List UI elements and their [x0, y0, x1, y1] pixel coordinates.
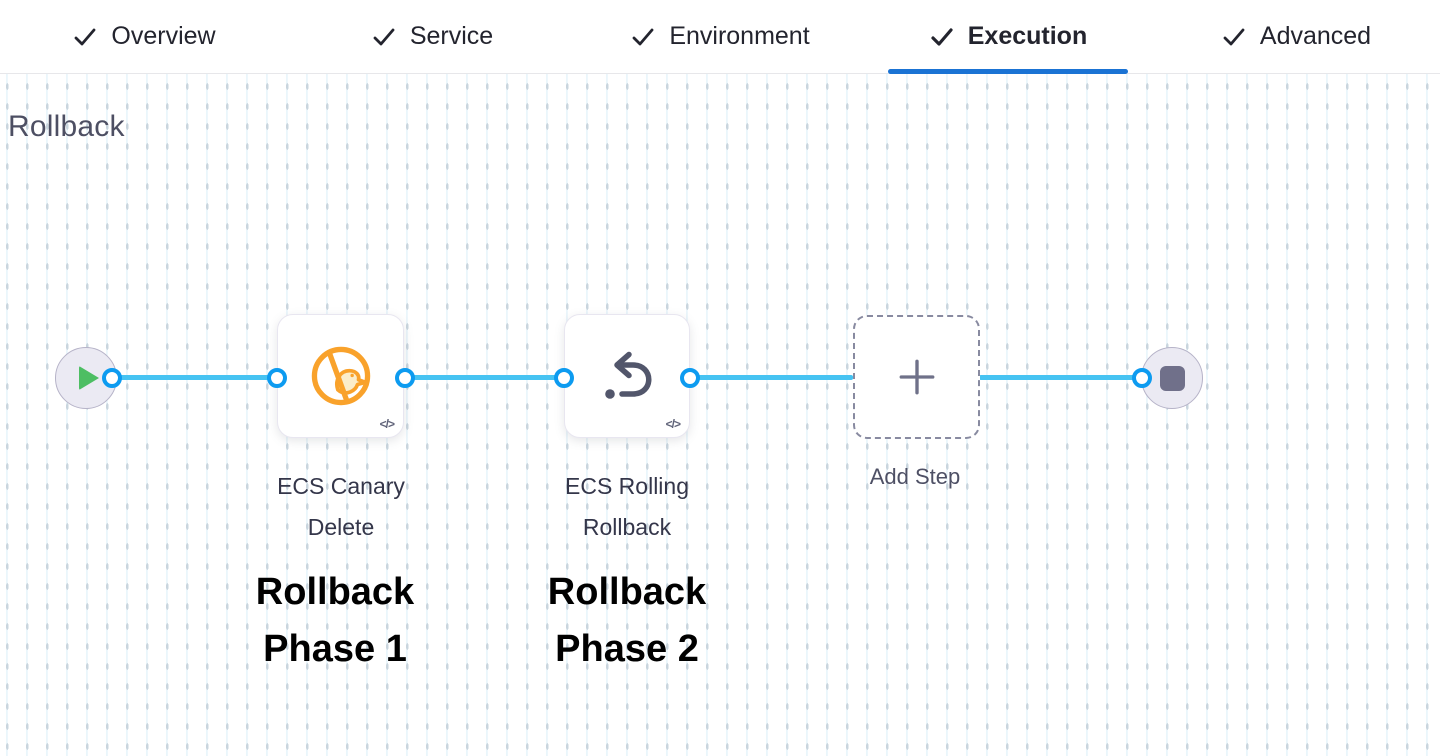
- connector-edge: [690, 375, 853, 380]
- play-icon: [79, 366, 99, 390]
- tab-label: Environment: [669, 22, 810, 50]
- tab-advanced[interactable]: Advanced: [1152, 0, 1440, 73]
- step2-in-port[interactable]: [554, 368, 574, 388]
- tab-execution[interactable]: Execution: [864, 0, 1152, 73]
- section-title: Rollback: [8, 110, 125, 143]
- tab-label: Service: [409, 22, 494, 50]
- ecs-rolling-rollback-icon: [605, 351, 652, 399]
- check-icon: [931, 27, 953, 46]
- tab-environment[interactable]: Environment: [576, 0, 864, 73]
- check-icon: [75, 28, 96, 45]
- end-node: [1141, 347, 1203, 409]
- config-tab-bar: Overview Service Environment Execution A…: [0, 0, 1440, 74]
- step1-label: ECS Canary Delete: [277, 473, 405, 540]
- connector-edge: [404, 375, 564, 380]
- connector-edge: [979, 375, 1142, 380]
- check-icon: [373, 28, 395, 45]
- code-view-icon: </>: [379, 417, 395, 431]
- annotation-rollback-phase-1: Rollback Phase 1: [255, 571, 415, 670]
- tab-service[interactable]: Service: [288, 0, 576, 73]
- step2-out-port[interactable]: [680, 368, 700, 388]
- check-icon: [632, 28, 654, 45]
- add-step-label: Add Step: [869, 464, 961, 489]
- tab-label: Execution: [967, 22, 1088, 50]
- step-ecs-rolling-rollback[interactable]: </>: [564, 314, 690, 438]
- step1-out-port[interactable]: [395, 368, 415, 388]
- stop-icon: [1159, 365, 1185, 391]
- step2-label: ECS Rolling Rollback: [565, 473, 689, 540]
- add-step-button[interactable]: [853, 315, 980, 439]
- start-node-out-port[interactable]: [102, 368, 122, 388]
- tab-label: Overview: [111, 22, 216, 50]
- connector-edge: [112, 375, 277, 380]
- tab-overview[interactable]: Overview: [0, 0, 288, 73]
- step1-in-port[interactable]: [267, 368, 287, 388]
- step-ecs-canary-delete[interactable]: </>: [277, 314, 404, 438]
- plus-icon: [899, 359, 934, 395]
- tab-label: Advanced: [1259, 22, 1372, 50]
- end-node-in-port[interactable]: [1132, 368, 1152, 388]
- code-view-icon: </>: [665, 417, 681, 431]
- check-icon: [1223, 28, 1245, 45]
- execution-rollback-canvas: Rollback </> </>: [0, 74, 1440, 756]
- annotation-rollback-phase-2: Rollback Phase 2: [547, 571, 707, 670]
- ecs-canary-delete-icon: [311, 346, 370, 406]
